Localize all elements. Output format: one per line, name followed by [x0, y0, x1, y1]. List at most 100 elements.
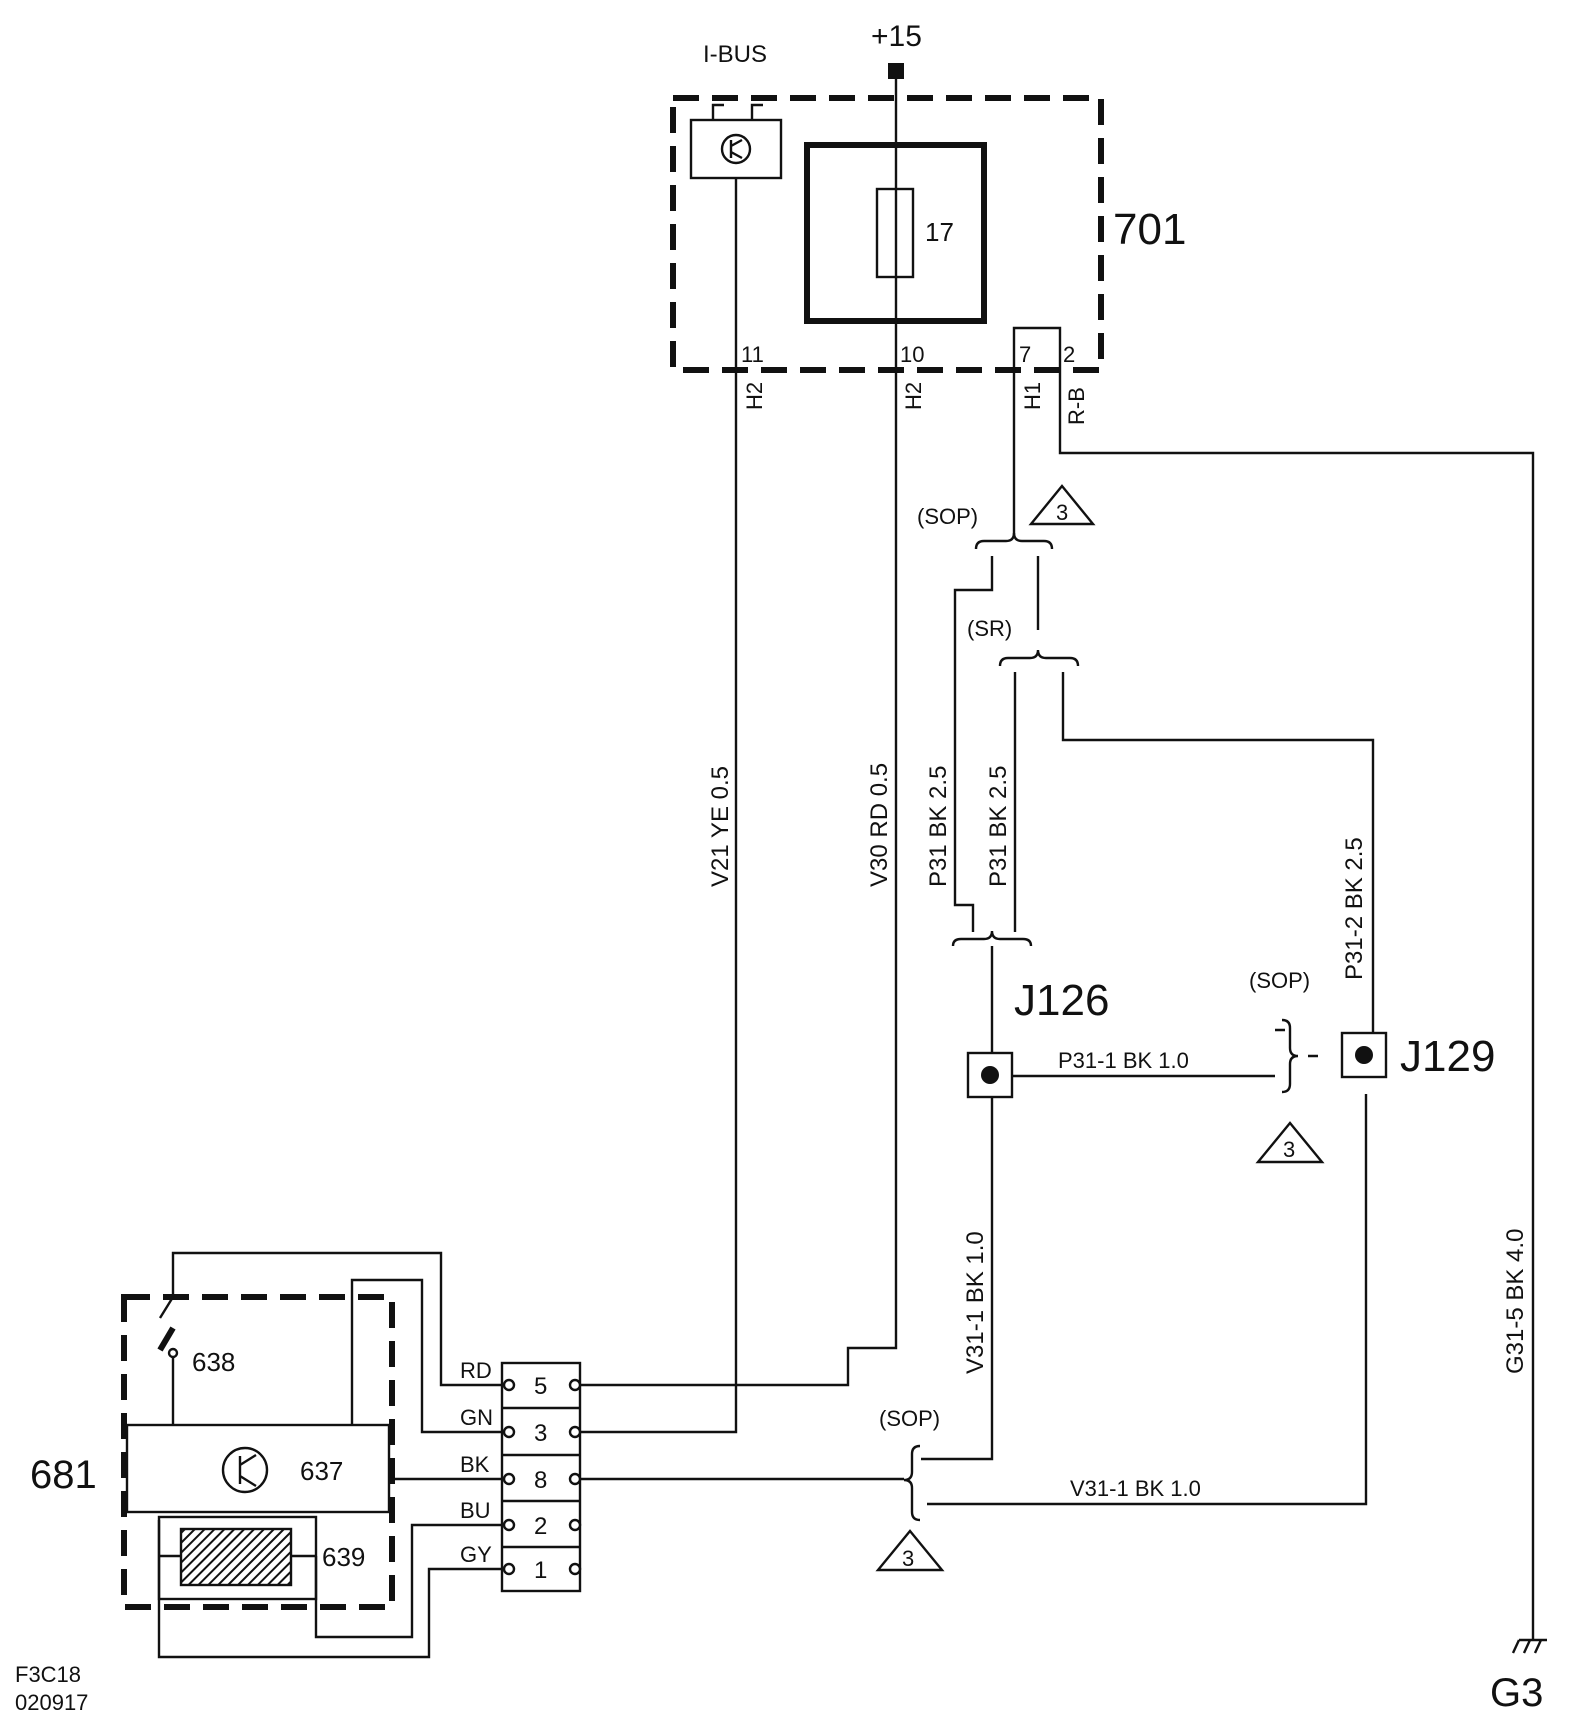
svg-text:3: 3 [902, 1546, 914, 1571]
pin-11-label: 11 [741, 342, 764, 367]
wire-v311-vert-label: V31-1 BK 1.0 [962, 1231, 989, 1374]
wire-v21 [580, 178, 738, 1434]
wire-rd-681 [171, 1251, 502, 1387]
switch-638-label: 638 [192, 1347, 235, 1377]
component-639-hatch [179, 1527, 293, 1587]
wire-p31a [953, 556, 994, 932]
wire-bu-681 [314, 1523, 502, 1639]
svg-text:3: 3 [1056, 500, 1068, 525]
junction-j129: J129 [1340, 1031, 1495, 1081]
module-681-label: 681 [30, 1453, 97, 1497]
component-639-label: 639 [322, 1542, 365, 1572]
wire-v311-vert [921, 1094, 994, 1461]
pin-number: 3 [534, 1420, 547, 1447]
switch-638 [158, 1260, 175, 1425]
wire-g315 [1034, 326, 1535, 1640]
pin-terminal-right [568, 1472, 582, 1486]
wire-gn-681 [350, 1278, 502, 1434]
connector-outline [500, 1361, 582, 1593]
pin-terminal-left [502, 1378, 516, 1392]
wire-p312 [1061, 672, 1375, 1040]
note-triangle-right: 3 [1255, 1121, 1325, 1164]
j126-label: J126 [1014, 976, 1109, 1025]
pin-terminal-left [502, 1425, 516, 1439]
ibus-transistor-icon [720, 133, 752, 165]
pin-number: 8 [534, 1467, 547, 1494]
sr-label: (SR) [967, 616, 1012, 641]
power-label: +15 [871, 20, 922, 53]
sop-top-label: (SOP) [917, 504, 978, 529]
wire-v30-label: V30 RD 0.5 [866, 763, 893, 887]
splice-j126-brace [951, 930, 1033, 947]
pin-terminal-left [502, 1518, 516, 1532]
pin-color-label: RD [460, 1358, 492, 1383]
module-681: 681 638 637 639 [30, 1251, 502, 1659]
wire-gy-681 [157, 1520, 502, 1659]
module-681-outline [121, 1294, 395, 1610]
pin-color-label: BK [460, 1452, 490, 1477]
splice-sr [998, 649, 1080, 667]
pin-terminal-right [568, 1518, 582, 1532]
note-triangle-bottom: 3 [875, 1529, 945, 1572]
wire-p31a-label: P31 BK 2.5 [925, 766, 952, 887]
wire-p312-label: P31-2 BK 2.5 [1341, 837, 1368, 980]
wire-v311-horiz-label: V31-1 BK 1.0 [1070, 1476, 1201, 1501]
j129-label: J129 [1400, 1032, 1495, 1081]
connector-code-7: H1 [1020, 382, 1045, 410]
ibus-transistor-box [689, 118, 783, 180]
note-triangle-top: 3 [1028, 484, 1096, 526]
connector-code-10: H2 [901, 382, 926, 410]
connector-pin-8: BK 8 [460, 1452, 582, 1494]
pin-number: 2 [534, 1513, 547, 1540]
junction-j126: J126 [966, 976, 1109, 1099]
connector-block [500, 1361, 582, 1593]
pin-7-label: 7 [1019, 342, 1031, 367]
pin-terminal-left [502, 1562, 516, 1576]
module-701: 17 701 I-BUS +15 11 10 7 2 H2 H2 H1 R-B [670, 20, 1186, 425]
wire-p311-label: P31-1 BK 1.0 [1058, 1048, 1189, 1073]
connector-pin-2: BU 2 [460, 1498, 582, 1540]
sop-bottom-label: (SOP) [879, 1406, 940, 1431]
wire-g315-label: G31-5 BK 4.0 [1502, 1229, 1529, 1374]
transistor-637-box [125, 1423, 391, 1514]
wire-v30 [580, 79, 898, 1387]
sop-right-label: (SOP) [1249, 968, 1310, 993]
ground-g3: G3 [1490, 1638, 1547, 1715]
connector-pin-5: RD 5 [460, 1358, 582, 1400]
fuse-17-label: 17 [925, 217, 954, 247]
connector-code-11: H2 [742, 382, 767, 410]
module-701-label: 701 [1113, 205, 1186, 254]
connector-code-2: R-B [1064, 387, 1089, 425]
pin-terminal-left [502, 1472, 516, 1486]
power-terminal [888, 63, 904, 79]
pin-10-label: 10 [900, 342, 924, 367]
pin-color-label: GN [460, 1405, 493, 1430]
pin-number: 1 [534, 1557, 547, 1584]
module-701-outline [670, 95, 1104, 373]
connector-pin-1: GY 1 [460, 1542, 582, 1584]
ibus-label: I-BUS [703, 41, 767, 68]
pin-number: 5 [534, 1373, 547, 1400]
footer-code-2: 020917 [15, 1690, 88, 1715]
svg-text:3: 3 [1283, 1137, 1295, 1162]
pin-terminal-right [568, 1425, 582, 1439]
ground-g3-label: G3 [1490, 1671, 1543, 1715]
splice-sop-top [974, 532, 1054, 550]
pin-color-label: GY [460, 1542, 492, 1567]
wire-p31b-label: P31 BK 2.5 [985, 766, 1012, 887]
wires [580, 79, 1535, 1640]
footer-code-1: F3C18 [15, 1662, 81, 1687]
splice-sop-right [1281, 1018, 1299, 1094]
transistor-637-icon [221, 1446, 269, 1494]
wire-v21-label: V21 YE 0.5 [707, 766, 734, 887]
pin-terminal-right [568, 1562, 582, 1576]
splice-sop-bottom [903, 1444, 921, 1522]
wire-pin7 [1012, 326, 1034, 537]
wire-v311-horiz [927, 1094, 1368, 1506]
connector-pin-3: GN 3 [460, 1405, 582, 1447]
transistor-637-label: 637 [300, 1456, 343, 1486]
pin-terminal-right [568, 1378, 582, 1392]
pin-color-label: BU [460, 1498, 491, 1523]
pin-2-label: 2 [1063, 342, 1075, 367]
